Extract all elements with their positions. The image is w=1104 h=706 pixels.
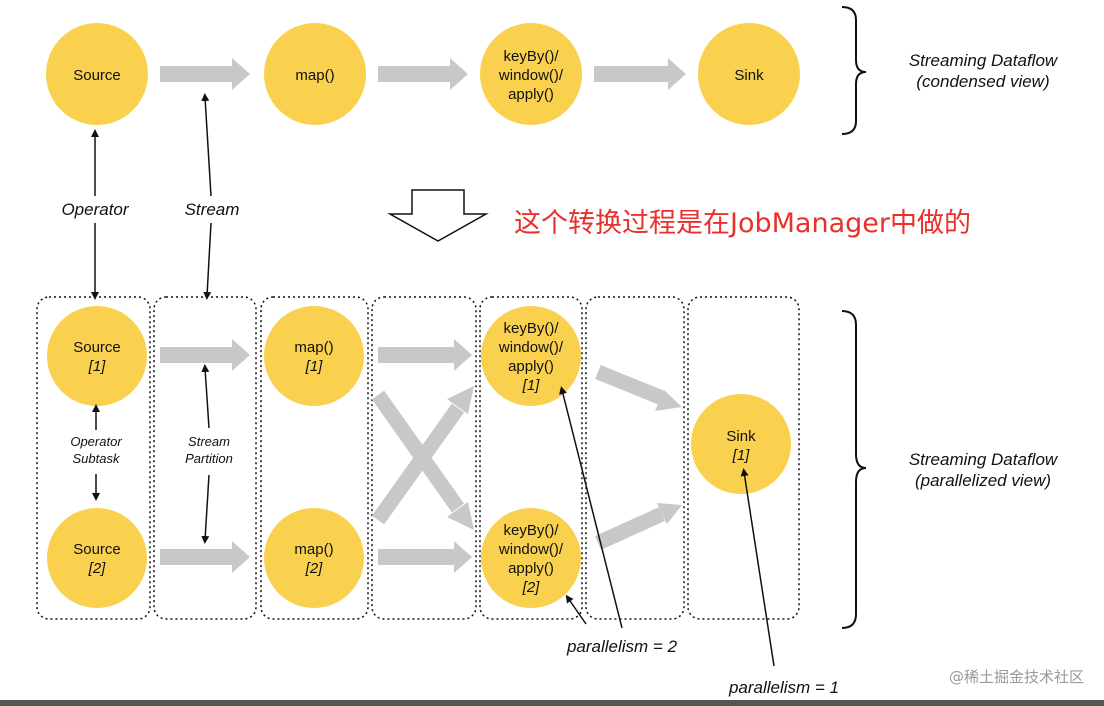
svg-text:[1]: [1]: [522, 377, 541, 394]
transform-note: 这个转换过程是在JobManager中做的: [514, 208, 971, 239]
stream-pointer-down: [203, 222, 212, 300]
slot-box-stream-1: [153, 296, 257, 620]
parallel-node-sink-1: Sink [1]: [691, 394, 791, 494]
slot-box-source: [36, 296, 151, 620]
svg-text:[2]: [2]: [88, 560, 107, 577]
operator-subtask-label-line2: Subtask: [73, 451, 121, 466]
condensed-view: Source map() keyBy()/ window()/ apply() …: [46, 6, 1059, 135]
svg-text:Source: Source: [73, 67, 121, 84]
svg-text:keyBy()/: keyBy()/: [503, 320, 559, 337]
parallel-node-keyby-1: keyBy()/ window()/ apply() [1]: [481, 306, 581, 406]
svg-text:[1]: [1]: [305, 358, 324, 375]
svg-text:Sink: Sink: [734, 67, 764, 84]
bottom-edge-bar: [0, 700, 1104, 706]
svg-text:window()/: window()/: [498, 339, 564, 356]
legend-operator-stream: Operator Stream: [61, 93, 240, 300]
condensed-view-subtitle: (condensed view): [916, 72, 1049, 91]
parallelism-2-pointer-keyby1: [559, 386, 623, 629]
svg-text:[1]: [1]: [732, 447, 751, 464]
stream-arrow-condensed-2: [378, 58, 468, 90]
stream-arrow-map1-keyby1: [378, 339, 472, 371]
parallel-view-subtitle: (parallelized view): [915, 471, 1051, 490]
svg-text:[2]: [2]: [522, 579, 541, 596]
operator-label: Operator: [61, 200, 129, 219]
stream-partition-label-line1: Stream: [188, 434, 230, 449]
stream-arrow-condensed-1: [160, 58, 250, 90]
svg-text:map(): map(): [294, 541, 333, 558]
svg-text:[2]: [2]: [305, 560, 324, 577]
stream-arrow-keyby2-sink: [594, 503, 682, 550]
watermark: @稀土掘金技术社区: [949, 668, 1084, 686]
svg-text:keyBy()/: keyBy()/: [503, 522, 559, 539]
svg-text:window()/: window()/: [498, 67, 564, 84]
parallel-node-source-2: Source [2]: [47, 508, 147, 608]
svg-text:apply(): apply(): [508, 358, 554, 375]
svg-text:apply(): apply(): [508, 560, 554, 577]
condensed-node-map: map(): [264, 23, 366, 125]
svg-text:window()/: window()/: [498, 541, 564, 558]
parallelism-1-pointer-sink: [740, 468, 775, 667]
svg-text:keyBy()/: keyBy()/: [503, 48, 559, 65]
stream-label: Stream: [185, 200, 240, 219]
condensed-node-sink: Sink: [698, 23, 800, 125]
parallel-view: Source [1] Source [2] map() [1] map() [2…: [36, 296, 1059, 697]
slot-box-stream-3: [585, 296, 685, 620]
operator-subtask-label-line1: Operator: [70, 434, 122, 449]
stream-arrow-source1-map1: [160, 339, 250, 371]
parallel-node-source-1: Source [1]: [47, 306, 147, 406]
parallelism-2-label: parallelism = 2: [566, 637, 678, 656]
condensed-brace: [841, 6, 867, 135]
parallel-view-title: Streaming Dataflow: [909, 450, 1059, 469]
stream-arrow-condensed-3: [594, 58, 686, 90]
stream-partition-label-line2: Partition: [185, 451, 233, 466]
svg-text:map(): map(): [295, 67, 334, 84]
parallel-node-map-1: map() [1]: [264, 306, 364, 406]
slot-box-keyby: [479, 296, 583, 620]
parallelism-2-pointer-keyby2: [565, 594, 587, 625]
condensed-node-keyby-window-apply: keyBy()/ window()/ apply(): [480, 23, 582, 125]
svg-text:Source: Source: [73, 541, 121, 558]
svg-text:Source: Source: [73, 339, 121, 356]
condensed-view-title: Streaming Dataflow: [909, 51, 1059, 70]
slot-box-sink: [687, 296, 800, 620]
svg-text:apply(): apply(): [508, 86, 554, 103]
stream-arrow-map2-keyby1: [371, 386, 474, 525]
parallel-node-map-2: map() [2]: [264, 508, 364, 608]
stream-arrow-map2-keyby2: [378, 541, 472, 573]
parallel-brace: [841, 310, 867, 629]
transform-down-arrow: [387, 189, 489, 242]
stream-pointer-up: [201, 93, 212, 197]
svg-text:Sink: Sink: [726, 428, 756, 445]
parallel-node-keyby-2: keyBy()/ window()/ apply() [2]: [481, 508, 581, 608]
parallelism-1-label: parallelism = 1: [728, 678, 839, 697]
stream-arrow-keyby1-sink: [595, 365, 682, 411]
slot-box-map: [260, 296, 369, 620]
slot-box-stream-2: [371, 296, 477, 620]
partition-pointer-up: [201, 364, 210, 429]
partition-pointer-down: [201, 474, 210, 544]
condensed-node-source: Source: [46, 23, 148, 125]
svg-text:[1]: [1]: [88, 358, 107, 375]
stream-arrow-source2-map2: [160, 541, 250, 573]
svg-text:map(): map(): [294, 339, 333, 356]
